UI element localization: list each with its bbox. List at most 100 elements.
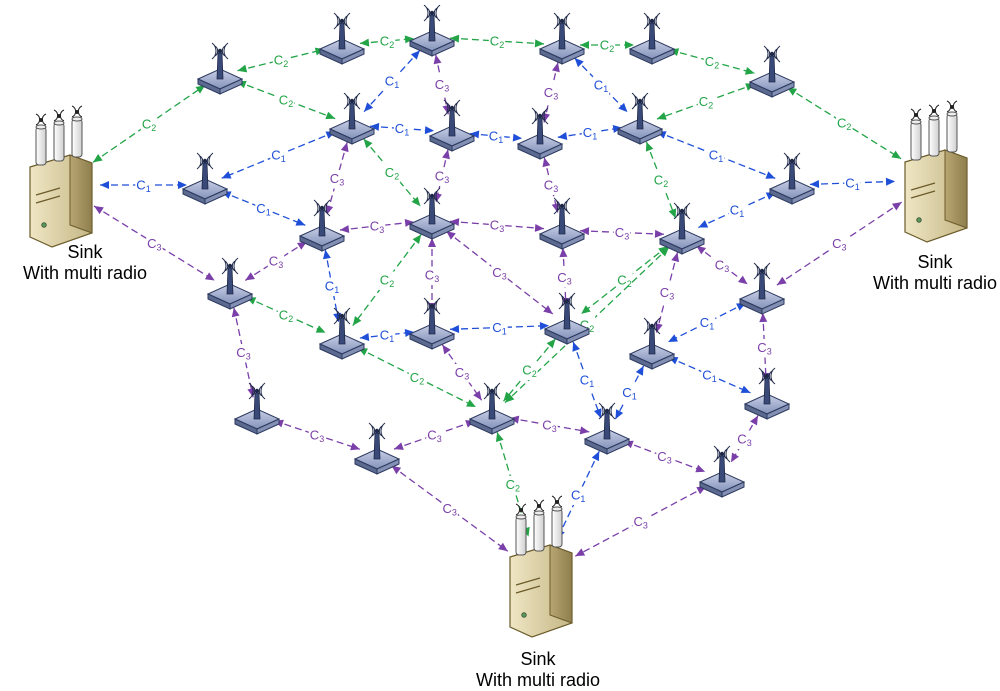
label-bg	[542, 176, 560, 195]
arrowhead	[635, 365, 644, 376]
arrowhead	[744, 66, 755, 75]
link-n25-n28-c3: C3	[730, 415, 759, 463]
router-node-icon	[206, 257, 254, 310]
label-bg	[328, 170, 346, 189]
arrowhead	[92, 153, 103, 163]
link-n16-n12-c1: C1	[698, 191, 776, 229]
link-n7-n8-c1: C1	[369, 120, 435, 139]
arrowhead	[539, 322, 550, 330]
link-n4-n6-c2: C2	[669, 48, 755, 75]
router-node-icon	[738, 262, 786, 315]
router-node-icon	[583, 402, 631, 455]
router-node-icon	[768, 152, 816, 205]
arrowhead	[671, 252, 680, 263]
link-n18-n22-c1: C1	[667, 302, 747, 343]
sink-layer	[29, 100, 968, 638]
arrowhead	[534, 39, 545, 48]
link-n23-n26-c3: C3	[273, 419, 361, 451]
router-node-icon	[408, 4, 456, 57]
link-line	[562, 247, 567, 308]
link-n2-n3-c2: C2	[449, 32, 545, 51]
link-n14-n15-c3: C3	[449, 216, 545, 235]
link-line	[509, 417, 590, 433]
arrowhead	[668, 334, 678, 342]
arrowhead	[891, 202, 902, 211]
arrowhead	[404, 218, 415, 227]
link-line	[656, 83, 756, 120]
arrowhead	[557, 132, 568, 140]
link-n8-n9-c1: C1	[469, 127, 523, 146]
label-bg	[146, 234, 163, 254]
arrowhead	[765, 171, 776, 179]
arrowhead	[581, 305, 591, 314]
arrowhead	[495, 432, 504, 443]
label-bg	[277, 91, 295, 110]
sink-bottom-server-icon	[509, 495, 573, 638]
arrowhead	[885, 177, 896, 186]
arrowhead	[543, 305, 553, 314]
arrowhead	[411, 196, 421, 207]
arrowhead	[369, 122, 380, 131]
router-node-icon	[743, 367, 791, 420]
link-n8-n14-c3: C3	[433, 149, 451, 203]
arrowhead	[245, 272, 255, 281]
label-bg	[383, 72, 401, 91]
router-node-icon	[658, 202, 706, 255]
router-node-icon	[408, 187, 456, 240]
link-n14-n19-c2: C2	[352, 234, 422, 326]
arrowhead	[466, 399, 476, 407]
sink-bottom-subtitle: With multi radio	[475, 670, 601, 690]
arrowhead	[363, 138, 373, 149]
link-n13-n17-c3: C3	[244, 241, 308, 281]
link-n19-n20-c1: C1	[359, 326, 415, 345]
arrowhead	[759, 312, 768, 323]
link-n21-n27-c1: C1	[572, 341, 602, 419]
label-bg	[235, 344, 252, 363]
label-bg	[703, 53, 721, 72]
arrowhead	[221, 171, 232, 179]
label-bg	[541, 416, 558, 435]
label-bg	[308, 426, 326, 445]
label-bg	[453, 364, 471, 383]
link-line	[393, 420, 476, 450]
arrowhead	[204, 272, 215, 281]
sink-left-label: Sink With multi radio	[0, 242, 175, 284]
label-bg	[701, 366, 718, 385]
router-node-icon	[233, 382, 281, 435]
router-node-icon	[538, 12, 586, 65]
arrowhead	[572, 341, 580, 352]
label-bg	[831, 235, 848, 254]
router-node-icon	[616, 92, 664, 145]
router-node-icon	[298, 199, 346, 252]
link-n12-R-c1: C1	[809, 174, 896, 193]
label-bg	[433, 167, 451, 186]
link-n24-n27-c3: C3	[509, 415, 590, 435]
link-line	[503, 338, 556, 402]
label-bg	[378, 326, 396, 345]
link-n3-n4-c2: C2	[580, 36, 634, 55]
label-bg	[728, 201, 746, 220]
label-bg	[423, 266, 441, 285]
arrowhead	[322, 249, 331, 260]
label-bg	[844, 174, 861, 193]
label-bg	[656, 448, 673, 467]
arrowhead	[618, 102, 628, 113]
router-node-icon	[628, 12, 676, 65]
arrowhead	[231, 307, 240, 318]
label-bg	[756, 339, 773, 358]
link-n7-n14-c2: C2	[363, 138, 421, 207]
link-n3-n9-c3: C3	[542, 62, 560, 123]
sink-bottom-title: Sink	[520, 649, 556, 669]
arrowhead	[446, 231, 456, 240]
arrowhead	[546, 338, 556, 349]
link-n14-n20-c3: C3	[423, 238, 441, 312]
arrowhead	[237, 64, 248, 73]
link-n13-n14-c3: C3	[339, 217, 415, 236]
sink-left-title: Sink	[67, 242, 103, 262]
sink-right-subtitle: With multi radio	[872, 273, 998, 293]
label-bg	[426, 426, 443, 445]
link-line	[645, 141, 677, 219]
link-n2-n8-c3: C3	[433, 54, 451, 115]
arrowhead	[333, 312, 342, 323]
router-node-icon	[408, 297, 456, 350]
